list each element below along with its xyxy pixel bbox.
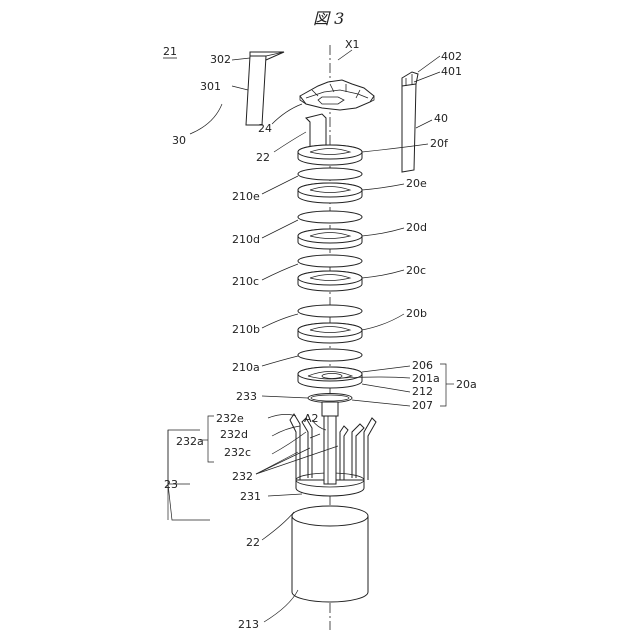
label-232: 232 (232, 470, 253, 483)
terminal-30 (246, 52, 284, 125)
label-x1: X1 (345, 38, 360, 51)
label-22-bottom: 22 (246, 536, 260, 549)
holder-23 (290, 402, 376, 496)
label-22-top: 22 (256, 151, 270, 164)
label-206: 206 (412, 359, 433, 372)
spacer-210c (298, 255, 362, 267)
label-301: 301 (200, 80, 221, 93)
terminal-40 (402, 72, 418, 172)
label-20d: 20d (406, 221, 427, 234)
label-40: 40 (434, 112, 448, 125)
can-22 (292, 506, 368, 602)
label-210a: 210a (232, 361, 260, 374)
label-210c: 210c (232, 275, 259, 288)
label-232c: 232c (224, 446, 251, 459)
label-232a: 232a (176, 435, 204, 448)
label-207: 207 (412, 399, 433, 412)
label-23: 23 (164, 478, 178, 491)
cap-24 (300, 80, 374, 110)
disc-20d (298, 229, 362, 249)
disc-20e (298, 183, 362, 203)
label-212: 212 (412, 385, 433, 398)
label-302: 302 (210, 53, 231, 66)
label-30: 30 (172, 134, 186, 147)
spacer-210a (298, 349, 362, 361)
disc-20f (298, 145, 362, 165)
label-232d: 232d (220, 428, 248, 441)
label-232e: 232e (216, 412, 244, 425)
label-402: 402 (441, 50, 462, 63)
spacer-210e (298, 168, 362, 180)
label-231: 231 (240, 490, 261, 503)
spacer-210d (298, 211, 362, 223)
label-210b: 210b (232, 323, 260, 336)
disc-20b (298, 323, 362, 343)
label-21: 21 (163, 45, 177, 58)
label-24: 24 (258, 122, 272, 135)
ring-233 (308, 394, 352, 403)
figure-title: 図 3 (313, 9, 344, 28)
label-401: 401 (441, 65, 462, 78)
label-210e: 210e (232, 190, 260, 203)
disc-20c (298, 271, 362, 291)
label-20e: 20e (406, 177, 427, 190)
label-213: 213 (238, 618, 259, 631)
label-20a: 20a (456, 378, 477, 391)
label-201a: 201a (412, 372, 440, 385)
label-a2: A2 (304, 412, 319, 425)
label-20b: 20b (406, 307, 427, 320)
label-233: 233 (236, 390, 257, 403)
label-20f: 20f (430, 137, 449, 150)
label-20c: 20c (406, 264, 426, 277)
label-210d: 210d (232, 233, 260, 246)
spacer-210b (298, 305, 362, 317)
